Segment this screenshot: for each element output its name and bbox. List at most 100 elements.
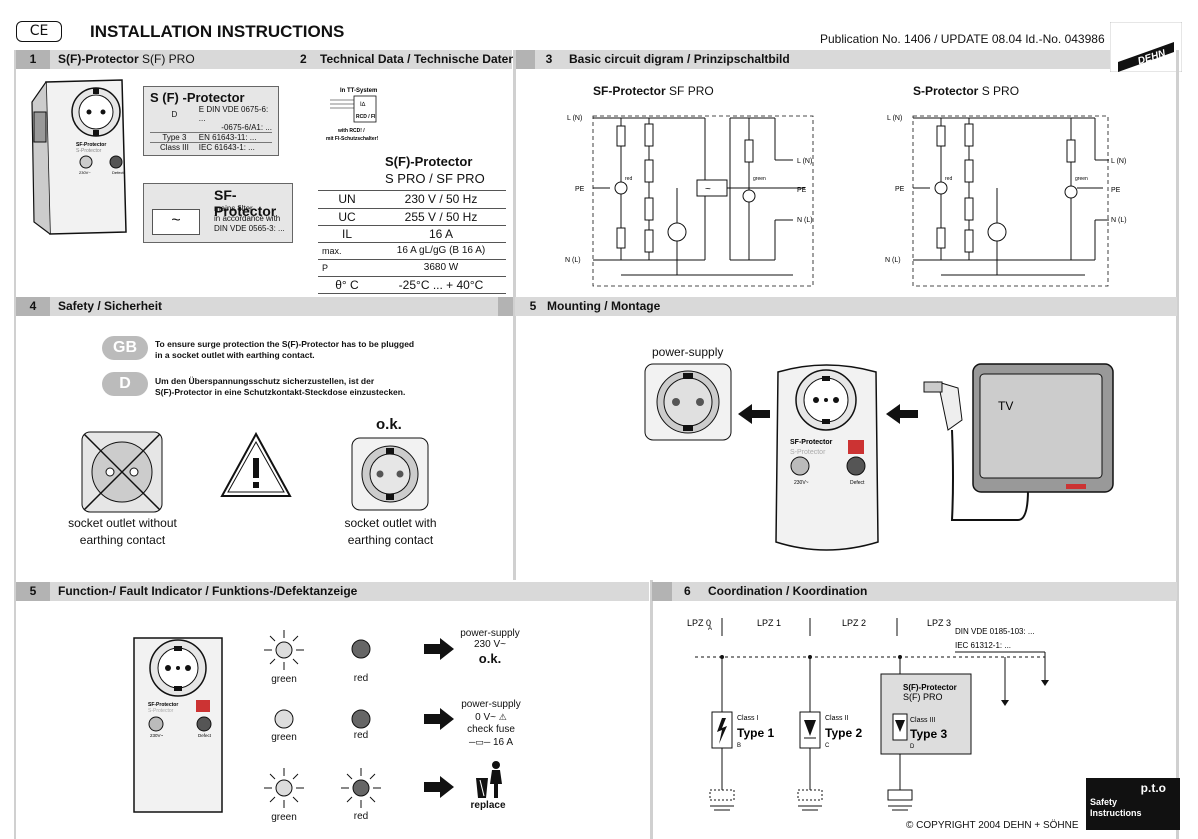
type3-label: Type 3	[910, 727, 947, 741]
section-title: Mounting / Montage	[547, 299, 661, 313]
led-red-off-icon	[351, 639, 371, 659]
type1-label: Type 1	[737, 726, 774, 740]
text-d: Um den Überspannungsschutz sicherzustell…	[155, 376, 423, 398]
bar-accent	[652, 582, 672, 601]
device-label: SF-Protector	[148, 702, 178, 708]
voltage-label: 0 V~	[475, 712, 496, 723]
section-num: 1	[16, 50, 50, 69]
safety-line: Instructions	[1090, 808, 1142, 818]
circuit-left-title: SF-Protector SF PRO	[593, 84, 714, 98]
cell: Type 3	[162, 133, 187, 142]
lpz3-label: LPZ 3	[927, 618, 951, 628]
title-bold: S-Protector	[913, 84, 979, 98]
red-label: red	[353, 811, 369, 822]
table-row: θ° C-25°C ... + 40°C	[318, 276, 506, 294]
box-line: in accordance with	[214, 214, 281, 223]
ce-mark: CE	[16, 21, 62, 42]
bar-accent	[498, 297, 513, 316]
socket-without-earth-icon	[81, 431, 163, 513]
protector-device-function: SF-Protector S-Protector 230V~ Defect	[133, 637, 223, 813]
norm1: DIN VDE 0185-103: ...	[955, 627, 1035, 636]
status-ok-label: o.k.	[478, 651, 502, 666]
type2-sub: C	[825, 743, 830, 749]
led-red-on-icon	[341, 768, 381, 808]
d-badge: D	[102, 372, 148, 396]
green-label: green	[1075, 176, 1088, 182]
cell: IEC 61643-1: ...	[198, 143, 255, 152]
svg-text:~: ~	[705, 184, 711, 195]
copyright: © COPYRIGHT 2004 DEHN + SÖHNE	[906, 820, 1079, 831]
table-row: max.16 A gL/gG (B 16 A)	[318, 242, 506, 260]
protector-device-image: SF-Protector S-Protector 230V~ Defect	[31, 79, 127, 235]
cell: P	[318, 259, 376, 277]
cell: UN	[318, 191, 376, 209]
warning-small-icon: ⚠	[498, 712, 507, 722]
section-bar-3: 3 Basic circuit digram / Prinzipschaltbi…	[515, 50, 1110, 69]
cell: max.	[318, 242, 376, 260]
filter-symbol-icon: ~	[152, 209, 200, 235]
cell: 16 A gL/gG (B 16 A)	[376, 242, 506, 260]
section-title: Coordination / Koordination	[708, 584, 868, 598]
status-ok: power-supply 230 V~ o.k.	[458, 628, 522, 666]
red-label: red	[353, 730, 369, 741]
table-row: Type 3 EN 61643-11: ...	[150, 133, 272, 143]
circuit-right-title: S-Protector S PRO	[913, 84, 1019, 98]
wall-socket-icon	[644, 363, 732, 441]
section-num: 6	[684, 584, 691, 598]
cell: UC	[318, 208, 376, 226]
caption-line: socket outlet with	[344, 516, 437, 530]
section-title: S(F)-Protector	[58, 52, 139, 66]
status-line: 230 V~	[474, 639, 506, 650]
red-label: red	[625, 176, 632, 182]
cell: 3680 W	[376, 259, 506, 277]
device-sublabel: S-Protector	[76, 148, 102, 154]
replace-label: replace	[470, 800, 506, 811]
section-num: 5	[523, 297, 543, 316]
cell: 255 V / 50 Hz	[376, 208, 506, 226]
pto-badge: p.t.o Safety Instructions	[1086, 778, 1180, 830]
cell	[150, 123, 199, 133]
fuse-rating: 16 A	[493, 737, 514, 748]
green-label: green	[271, 812, 297, 823]
title-bold: SF-Protector	[593, 84, 666, 98]
device-defect: Defect	[198, 733, 212, 738]
box-text: mains filter in accordance with DIN VDE …	[214, 204, 285, 234]
cell: θ° C	[318, 276, 376, 294]
nl-label: N (L)	[797, 217, 813, 224]
section-num: 4	[16, 297, 50, 316]
pe-label: PE	[1111, 187, 1121, 194]
ln-label: L (N)	[1111, 158, 1126, 165]
table-row: -0675-6/A1: ...	[150, 123, 272, 133]
tt-note: mit FI-Schutzschalter!	[326, 136, 379, 142]
green-label: green	[271, 674, 297, 685]
text-line: S(F)-Protector in eine Schutzkontakt-Ste…	[155, 387, 406, 397]
title-regular: S PRO	[981, 84, 1020, 98]
status-line: power-supply	[461, 699, 521, 710]
warning-triangle-icon	[220, 431, 292, 497]
svg-text:I∆: I∆	[360, 101, 366, 108]
cell: IL	[318, 225, 376, 243]
lpz0-sub: A	[708, 626, 712, 632]
ln-label: L (N)	[567, 115, 582, 122]
tv-plug-image: TV	[923, 363, 1114, 521]
pto-label: p.t.o	[1140, 781, 1166, 795]
cell: EN 61643-11: ...	[198, 133, 257, 142]
c3-pro: S(F) PRO	[903, 692, 943, 702]
fuse-icon: ─▭─	[468, 737, 491, 747]
ok-label: o.k.	[376, 416, 402, 433]
led-green-on-icon	[264, 630, 304, 670]
status-line: ─▭─ 16 A	[458, 736, 524, 749]
arrow-right-icon	[424, 776, 454, 798]
section-title: Basic circuit digram / Prinzipschaltbild	[569, 52, 790, 66]
cell: -0675-6/A1: ...	[221, 123, 272, 132]
nl-label: N (L)	[885, 257, 901, 264]
tt-system-diagram: In TT-System I∆ RCD / FI with RCD! / mit…	[326, 88, 379, 142]
box-title: SF-Protector	[214, 187, 277, 219]
text-gb: To ensure surge protection the S(F)-Prot…	[155, 339, 414, 361]
norm2: IEC 61312-1: ...	[955, 641, 1011, 650]
